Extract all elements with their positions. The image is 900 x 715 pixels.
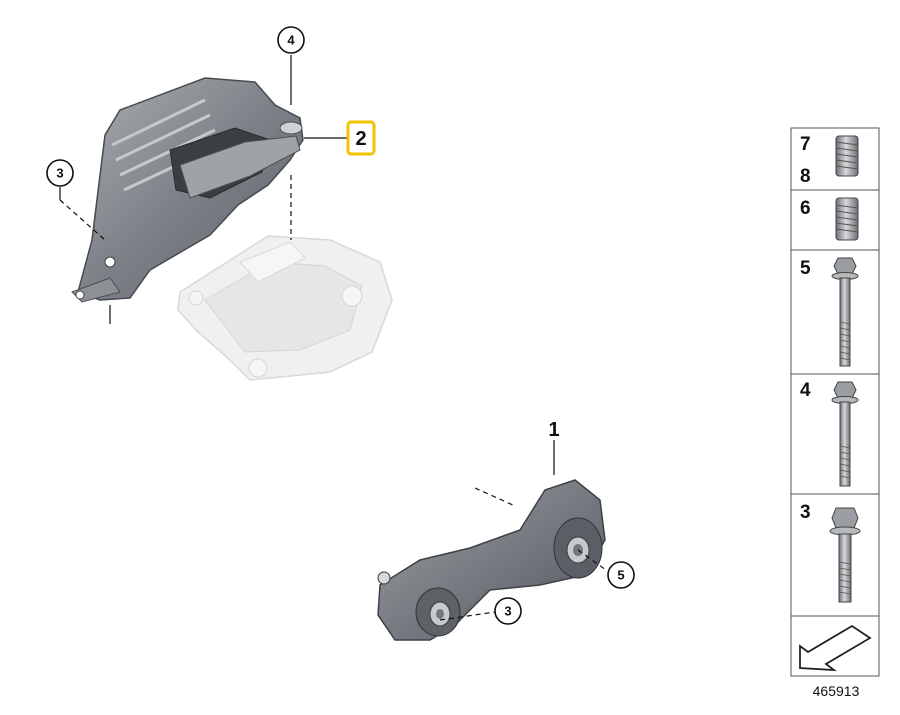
arrow-icon <box>799 624 872 672</box>
callout-3-lower[interactable]: 3 <box>494 597 522 625</box>
legend-row-6[interactable]: 6 <box>800 197 859 241</box>
legend-panel: 7 8 6 <box>790 127 880 677</box>
callout-3-upper[interactable]: 3 <box>46 159 74 187</box>
legend-label-7: 7 <box>800 134 811 155</box>
callout-2-highlighted[interactable]: 2 <box>346 120 376 156</box>
callout-3-lower-label: 3 <box>504 604 511 619</box>
callout-2-label: 2 <box>355 128 366 150</box>
leader-lines <box>59 55 607 621</box>
callout-5[interactable]: 5 <box>607 561 635 589</box>
short-flange-bolt-icon <box>829 507 861 603</box>
legend-label-8: 8 <box>800 166 811 187</box>
reference-number: 465913 <box>813 683 860 699</box>
legend-row-3[interactable]: 3 <box>800 502 861 603</box>
callout-5-label: 5 <box>617 568 624 583</box>
callout-1[interactable]: 1 <box>548 419 559 441</box>
threaded-insert-icon <box>835 197 859 241</box>
legend-label-6: 6 <box>800 198 811 219</box>
legend-row-5[interactable]: 5 <box>800 257 859 367</box>
legend-row-7-8[interactable]: 7 8 <box>800 134 859 187</box>
long-flange-bolt-icon <box>831 257 859 367</box>
torque-rod <box>377 479 606 641</box>
callout-1-label: 1 <box>548 419 559 441</box>
legend-label-5: 5 <box>800 258 811 279</box>
legend-row-4[interactable]: 4 <box>800 380 859 487</box>
callout-4-label: 4 <box>287 33 295 48</box>
callout-4[interactable]: 4 <box>277 26 305 54</box>
engine-mount <box>71 77 304 303</box>
flange-bolt-icon <box>831 381 859 487</box>
legend-label-4: 4 <box>800 380 811 401</box>
legend-label-3: 3 <box>800 502 811 523</box>
threaded-insert-icon <box>835 135 859 177</box>
ghost-bracket <box>177 235 393 381</box>
callout-3-upper-label: 3 <box>56 166 63 181</box>
